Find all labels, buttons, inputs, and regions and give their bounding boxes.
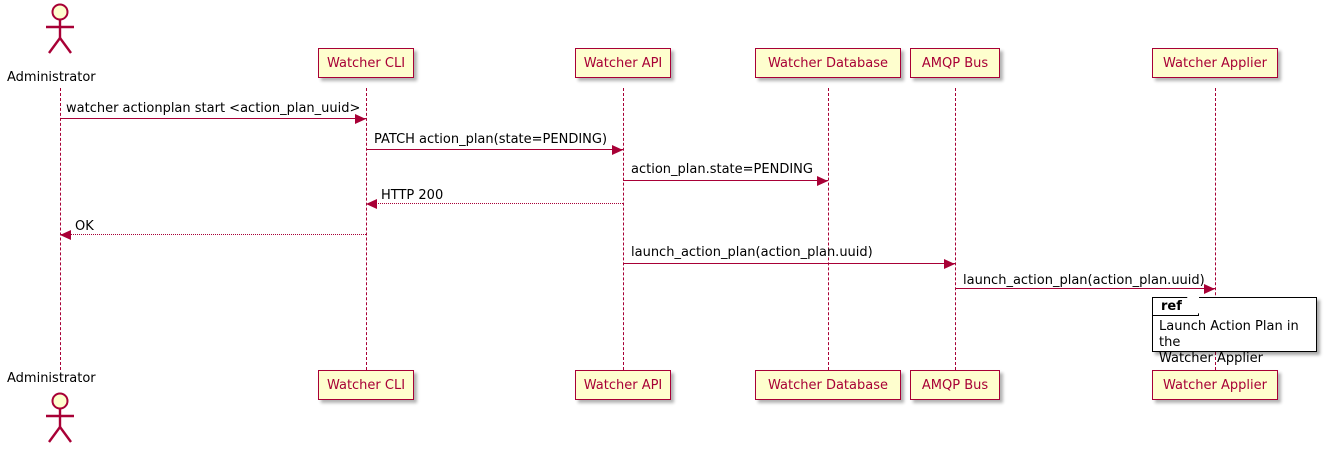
participant-box-db-bottom[interactable]: Watcher Database xyxy=(755,370,901,400)
participant-label: Watcher Applier xyxy=(1163,377,1267,393)
ref-fragment-body: Launch Action Plan in the Watcher Applie… xyxy=(1159,319,1299,366)
message-label-0: watcher actionplan start <action_plan_uu… xyxy=(66,101,361,116)
participant-box-amqp-top[interactable]: AMQP Bus xyxy=(910,48,1000,78)
lifeline-applier xyxy=(1215,88,1216,370)
message-label-5: launch_action_plan(action_plan.uuid) xyxy=(631,245,873,260)
message-arrowhead-4 xyxy=(60,229,71,240)
actor-label-admin-bottom: Administrator xyxy=(7,371,96,386)
participant-label: Watcher API xyxy=(583,55,663,71)
ref-fragment-tab-label: ref xyxy=(1153,297,1199,316)
participant-label: Watcher CLI xyxy=(326,377,406,393)
actor-figure-admin-top xyxy=(38,3,82,59)
participant-label: AMQP Bus xyxy=(921,377,989,393)
message-arrowhead-6 xyxy=(1204,283,1215,294)
participant-label: Watcher CLI xyxy=(326,55,406,71)
lifeline-admin xyxy=(60,88,61,370)
participant-box-amqp-bottom[interactable]: AMQP Bus xyxy=(910,370,1000,400)
participant-box-cli-bottom[interactable]: Watcher CLI xyxy=(318,370,414,400)
participant-label: Watcher API xyxy=(583,377,663,393)
actor-figure-admin-bottom xyxy=(38,392,82,448)
message-line-6 xyxy=(955,288,1215,289)
lifeline-db xyxy=(828,88,829,370)
message-line-0 xyxy=(60,118,366,119)
message-line-1 xyxy=(366,149,623,150)
participant-box-db-top[interactable]: Watcher Database xyxy=(755,48,901,78)
participant-box-applier-top[interactable]: Watcher Applier xyxy=(1152,48,1278,78)
message-arrowhead-1 xyxy=(612,144,623,155)
message-label-3: HTTP 200 xyxy=(381,188,444,203)
lifeline-cli xyxy=(366,88,367,370)
message-arrowhead-2 xyxy=(817,175,828,186)
ref-fragment-tab-corner-icon xyxy=(1186,297,1199,314)
message-label-2: action_plan.state=PENDING xyxy=(631,162,813,177)
participant-label: AMQP Bus xyxy=(921,55,989,71)
message-label-1: PATCH action_plan(state=PENDING) xyxy=(374,132,608,147)
message-line-2 xyxy=(623,180,828,181)
message-line-4 xyxy=(60,234,366,235)
message-arrowhead-3 xyxy=(366,198,377,209)
participant-box-applier-bottom[interactable]: Watcher Applier xyxy=(1152,370,1278,400)
message-arrowhead-0 xyxy=(355,113,366,124)
message-line-5 xyxy=(623,263,955,264)
participant-box-cli-top[interactable]: Watcher CLI xyxy=(318,48,414,78)
message-line-3 xyxy=(366,203,623,204)
actor-label-admin-top: Administrator xyxy=(7,70,96,85)
participant-box-api-bottom[interactable]: Watcher API xyxy=(575,370,671,400)
participant-label: Watcher Database xyxy=(768,55,888,71)
participant-box-api-top[interactable]: Watcher API xyxy=(575,48,671,78)
lifeline-amqp xyxy=(955,88,956,370)
message-arrowhead-5 xyxy=(944,258,955,269)
participant-label: Watcher Applier xyxy=(1163,55,1267,71)
message-label-6: launch_action_plan(action_plan.uuid) xyxy=(963,273,1205,288)
message-label-4: OK xyxy=(75,219,94,234)
lifeline-api xyxy=(623,88,624,370)
participant-label: Watcher Database xyxy=(768,377,888,393)
